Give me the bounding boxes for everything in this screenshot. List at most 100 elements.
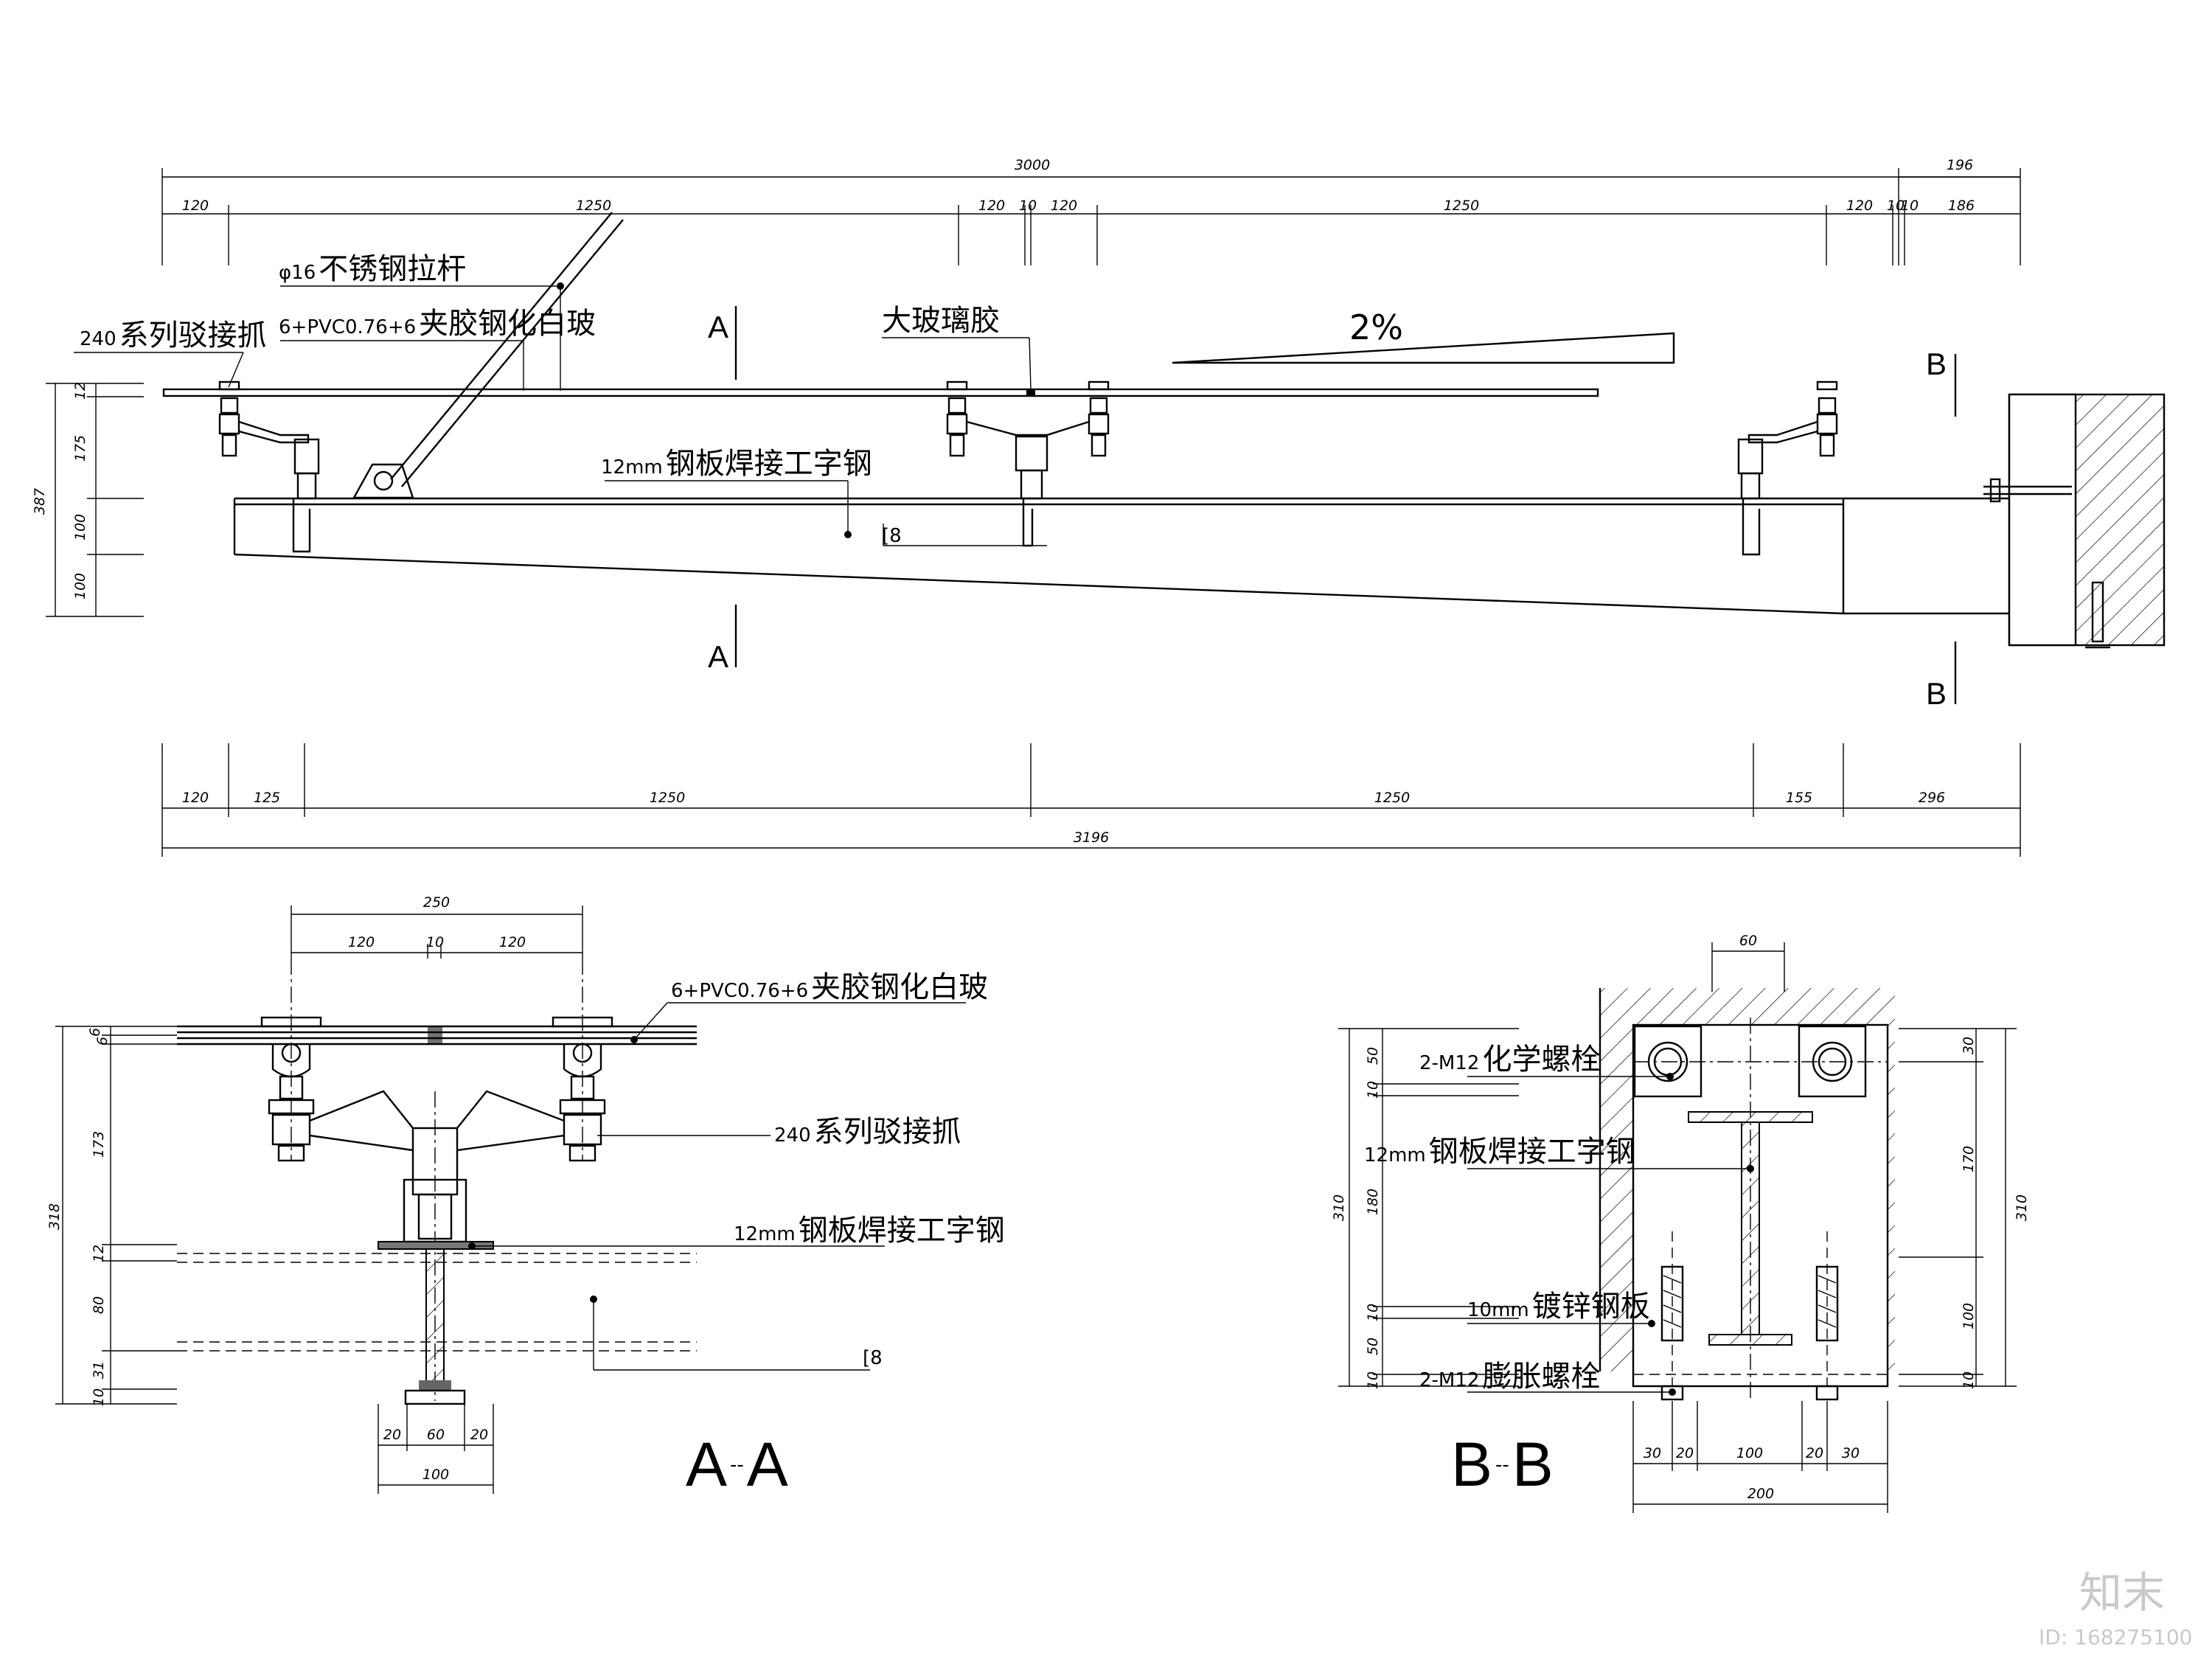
dim-left-100b: 100 <box>72 573 88 599</box>
bb-callouts <box>1467 1073 1754 1396</box>
label-glass: 6+PVC0.76+6 夹胶钢化白玻 <box>279 307 596 341</box>
top-dimension-chain: 3000 196 120 1250 120 10 120 1250 120 10… <box>161 157 2021 265</box>
bb-dim-bottom-5: 30 <box>1842 1445 1860 1461</box>
bb-label-plate-text: 镀锌钢板 <box>1532 1290 1650 1324</box>
aa-label-spider: 240 系列驳接抓 <box>774 1115 961 1149</box>
bb-label-beam-text: 钢板焊接工字钢 <box>1429 1135 1635 1169</box>
aa-spider-arms <box>309 1090 565 1250</box>
dim-seg-5: 120 <box>1051 198 1077 214</box>
label-sealant: 大玻璃胶 <box>882 304 1000 338</box>
section-bb-view: 60 <box>1331 933 2030 1513</box>
aa-dim-overall: 250 <box>423 894 450 911</box>
concrete-wall <box>1983 393 2166 649</box>
bb-dim-left-6: 10 <box>1365 1371 1381 1389</box>
aa-bottom-dims: 20 60 20 100 <box>378 1404 494 1494</box>
spider-fitting-1 <box>218 380 320 553</box>
aa-title-right: A <box>747 1430 788 1499</box>
bb-chemical-bolts <box>1633 1025 1888 1098</box>
bb-dim-left-4: 10 <box>1365 1304 1381 1321</box>
bb-left-dims: 50 10 180 10 50 10 310 <box>1331 1028 1519 1389</box>
aa-left-dims: 6 6 173 12 80 31 10 318 <box>46 1026 177 1406</box>
bb-i-beam <box>1688 1018 1813 1401</box>
dim-left-12: 12 <box>72 382 88 400</box>
bb-dim-right-2: 170 <box>1961 1146 1977 1172</box>
aa-dim-left-2: 6 <box>94 1037 111 1046</box>
bb-dim-bottom-1: 30 <box>1644 1445 1661 1461</box>
bb-dim-left-2: 10 <box>1365 1081 1381 1099</box>
bb-title-left: B <box>1451 1430 1492 1499</box>
bb-dim-left-3: 180 <box>1365 1189 1381 1215</box>
aa-dim-seg-2: 10 <box>426 934 444 950</box>
label-channel: [8 <box>882 525 902 547</box>
dim-seg-8: 10 <box>1887 198 1905 214</box>
aa-dim-seg-3: 120 <box>499 934 526 950</box>
label-beam-text: 钢板焊接工字钢 <box>666 447 872 481</box>
aa-label-beam-text: 钢板焊接工字钢 <box>799 1214 1005 1248</box>
aa-label-channel: [8 <box>863 1347 883 1369</box>
dim-bottom-seg-2: 125 <box>254 790 280 806</box>
label-spider: 240 系列驳接抓 <box>80 319 267 352</box>
bb-dim-right-3: 100 <box>1961 1303 1977 1329</box>
bottom-dimension-chain: 120 125 1250 1250 155 296 3196 <box>161 743 2021 857</box>
aa-top-dims: 250 120 10 120 <box>291 894 583 959</box>
aa-dim-left-total: 318 <box>46 1203 63 1230</box>
bb-label-plate-prefix: 10mm <box>1467 1299 1529 1321</box>
bb-label-exp-bolt-text: 膨胀螺栓 <box>1482 1360 1600 1394</box>
bb-dim-left-5: 50 <box>1365 1338 1381 1355</box>
callout-leaders <box>74 282 1047 546</box>
dim-bottom-seg-3: 1250 <box>650 790 685 806</box>
bb-label-beam-prefix: 12mm <box>1364 1144 1426 1166</box>
dim-bottom-seg-5: 155 <box>1786 790 1812 806</box>
glass-panel <box>162 388 1599 397</box>
dim-overall-3000: 3000 <box>1015 157 1050 173</box>
bb-dim-bottom-2: 20 <box>1676 1445 1694 1461</box>
aa-label-glass-text: 夹胶钢化白玻 <box>811 970 988 1004</box>
bb-label-plate: 10mm 镀锌钢板 <box>1467 1290 1650 1324</box>
aa-glass-panel <box>177 1025 697 1046</box>
bb-title-right: B <box>1512 1430 1554 1499</box>
label-spider-text: 系列驳接抓 <box>119 319 267 352</box>
aa-dim-left-4: 12 <box>91 1245 107 1262</box>
bb-label-beam: 12mm 钢板焊接工字钢 <box>1364 1135 1635 1169</box>
slope-label: 2% <box>1349 307 1403 347</box>
aa-spider-right <box>552 1016 613 1162</box>
dim-seg-10: 186 <box>1948 198 1975 214</box>
aa-label-glass-prefix: 6+PVC0.76+6 <box>671 980 808 1002</box>
dim-bottom-seg-6: 296 <box>1919 790 1945 806</box>
bb-title: B -- B <box>1451 1430 1554 1499</box>
bb-dim-right-1: 30 <box>1961 1037 1977 1054</box>
aa-label-glass: 6+PVC0.76+6 夹胶钢化白玻 <box>671 970 988 1004</box>
label-tie-rod-text: 不锈钢拉杆 <box>319 252 466 286</box>
label-tie-rod: φ16 不锈钢拉杆 <box>279 252 466 286</box>
dim-left-100a: 100 <box>72 514 88 540</box>
left-dimension-chain: 12 175 100 100 387 <box>32 382 144 617</box>
aa-label-beam: 12mm 钢板焊接工字钢 <box>734 1214 1005 1248</box>
dim-bottom-overall: 3196 <box>1074 830 1109 846</box>
spider-fitting-2 <box>946 380 1110 547</box>
aa-i-beam <box>177 1248 697 1405</box>
aa-dim-seg-1: 120 <box>348 934 375 950</box>
section-mark-b-bottom: B <box>1926 676 1947 711</box>
bb-label-exp-bolt: 2-M12 膨胀螺栓 <box>1419 1360 1600 1394</box>
section-marks: A A B B <box>708 306 1957 711</box>
aa-dim-left-6: 31 <box>91 1361 107 1379</box>
aa-dim-bottom-2: 60 <box>427 1427 445 1443</box>
bb-title-sep: -- <box>1495 1454 1509 1476</box>
bb-dim-right-total: 310 <box>2014 1194 2030 1221</box>
label-spider-prefix: 240 <box>80 328 116 350</box>
dim-seg-2: 1250 <box>576 198 611 214</box>
dim-left-387: 387 <box>32 488 48 515</box>
section-mark-b-top: B <box>1926 347 1947 381</box>
aa-callouts <box>468 1002 966 1371</box>
dim-seg-3: 120 <box>978 198 1005 214</box>
watermark-id: ID: 168275100 <box>2039 1625 2192 1649</box>
aa-spider-left <box>260 1016 322 1162</box>
dim-seg-7: 120 <box>1846 198 1873 214</box>
label-glass-prefix: 6+PVC0.76+6 <box>279 316 416 338</box>
elevation-view: 3000 196 120 1250 120 10 120 1250 120 10… <box>32 157 2166 857</box>
dim-seg-6: 1250 <box>1444 198 1479 214</box>
bb-bottom-dims: 30 20 100 20 30 200 <box>1632 1401 1888 1513</box>
dim-left-175: 175 <box>72 435 88 462</box>
watermark: 知末 ID: 168275100 <box>2039 1568 2192 1649</box>
